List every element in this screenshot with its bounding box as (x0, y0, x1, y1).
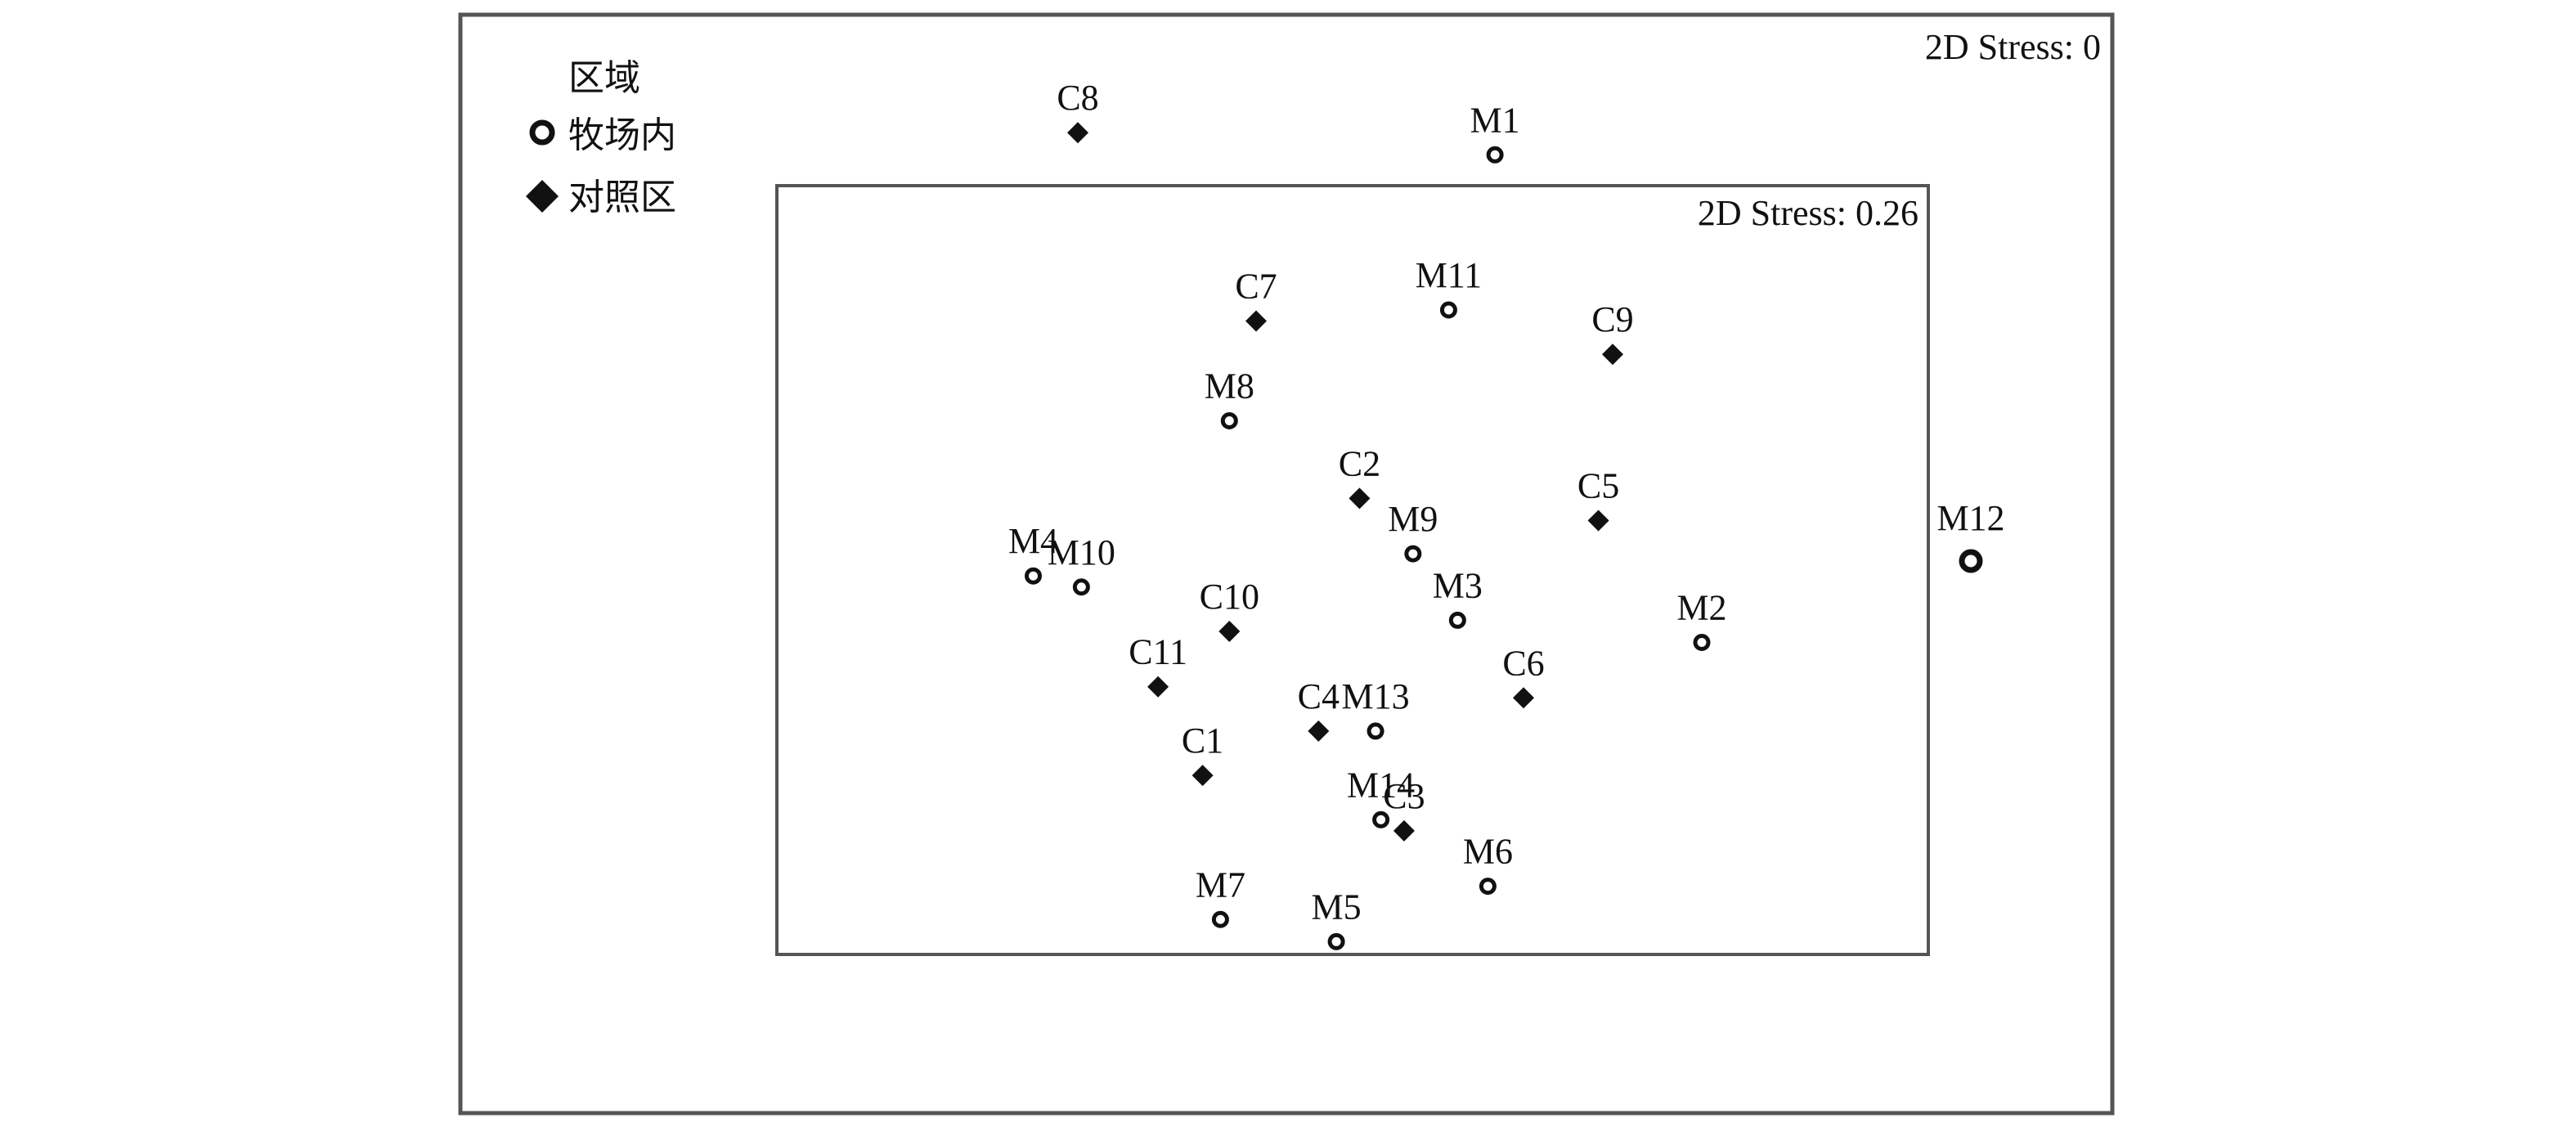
point-label-c3: C3 (1383, 776, 1425, 816)
point-label-m9: M9 (1388, 499, 1438, 539)
inner-plot-frame (775, 184, 1930, 956)
inner-stress-label: 2D Stress: 0.26 (1698, 193, 1919, 233)
point-m9 (1404, 545, 1422, 563)
point-label-m14: M14 (1347, 765, 1415, 805)
point-c2 (1349, 487, 1371, 510)
point-c4 (1308, 720, 1330, 742)
point-m10 (1072, 578, 1090, 596)
point-label-c6: C6 (1502, 643, 1544, 683)
point-label-c7: C7 (1235, 267, 1277, 307)
point-c3 (1393, 819, 1415, 842)
point-c7 (1245, 310, 1267, 332)
point-label-c1: C1 (1182, 721, 1223, 761)
point-label-m4: M4 (1008, 521, 1058, 561)
point-m6 (1479, 878, 1497, 896)
point-c10 (1218, 620, 1241, 642)
legend-open-circle-icon (529, 119, 555, 146)
point-m4 (1025, 567, 1042, 585)
point-label-m7: M7 (1196, 864, 1245, 905)
legend-title: 区域 (568, 57, 640, 99)
legend-item-inside-ranch: 牧场内 (568, 114, 676, 156)
point-label-c11: C11 (1129, 632, 1187, 672)
point-label-m11: M11 (1416, 255, 1483, 295)
point-m13 (1367, 722, 1384, 740)
point-label-c4: C4 (1298, 676, 1340, 716)
legend-item-control-area: 对照区 (568, 177, 676, 218)
point-m11 (1439, 301, 1457, 319)
point-label-c8: C8 (1057, 78, 1098, 118)
point-label-m5: M5 (1312, 887, 1362, 927)
point-label-m8: M8 (1205, 366, 1254, 406)
point-m5 (1327, 932, 1345, 950)
point-c1 (1192, 765, 1214, 787)
point-c6 (1513, 687, 1534, 709)
point-m2 (1693, 634, 1711, 651)
point-label-c2: C2 (1339, 443, 1380, 483)
point-m7 (1211, 910, 1229, 928)
point-label-c9: C9 (1591, 299, 1633, 339)
legend-filled-diamond-icon (526, 180, 559, 213)
point-m14 (1372, 810, 1390, 828)
point-m12 (1959, 549, 1983, 573)
point-label-m3: M3 (1433, 565, 1483, 605)
point-label-m12: M12 (1936, 498, 2004, 538)
point-label-m2: M2 (1676, 588, 1726, 628)
point-m1 (1486, 146, 1504, 164)
point-c8 (1067, 122, 1088, 144)
point-m3 (1448, 611, 1466, 629)
outer-plot-frame (458, 12, 2115, 1116)
outer-scatter-marks: M12 (1936, 498, 2005, 573)
point-label-m10: M10 (1048, 532, 1115, 572)
legend: 区域 牧场内 对照区 (526, 57, 676, 218)
point-label-m1: M1 (1470, 100, 1520, 140)
point-label-m6: M6 (1463, 832, 1513, 872)
point-m8 (1220, 412, 1238, 429)
point-c9 (1602, 343, 1623, 366)
point-label-m13: M13 (1341, 676, 1409, 716)
outer-stress-label: 2D Stress: 0 (1925, 27, 2101, 67)
point-c5 (1587, 510, 1609, 532)
point-label-c10: C10 (1200, 577, 1259, 617)
point-label-c5: C5 (1577, 465, 1619, 505)
point-c11 (1147, 676, 1169, 698)
